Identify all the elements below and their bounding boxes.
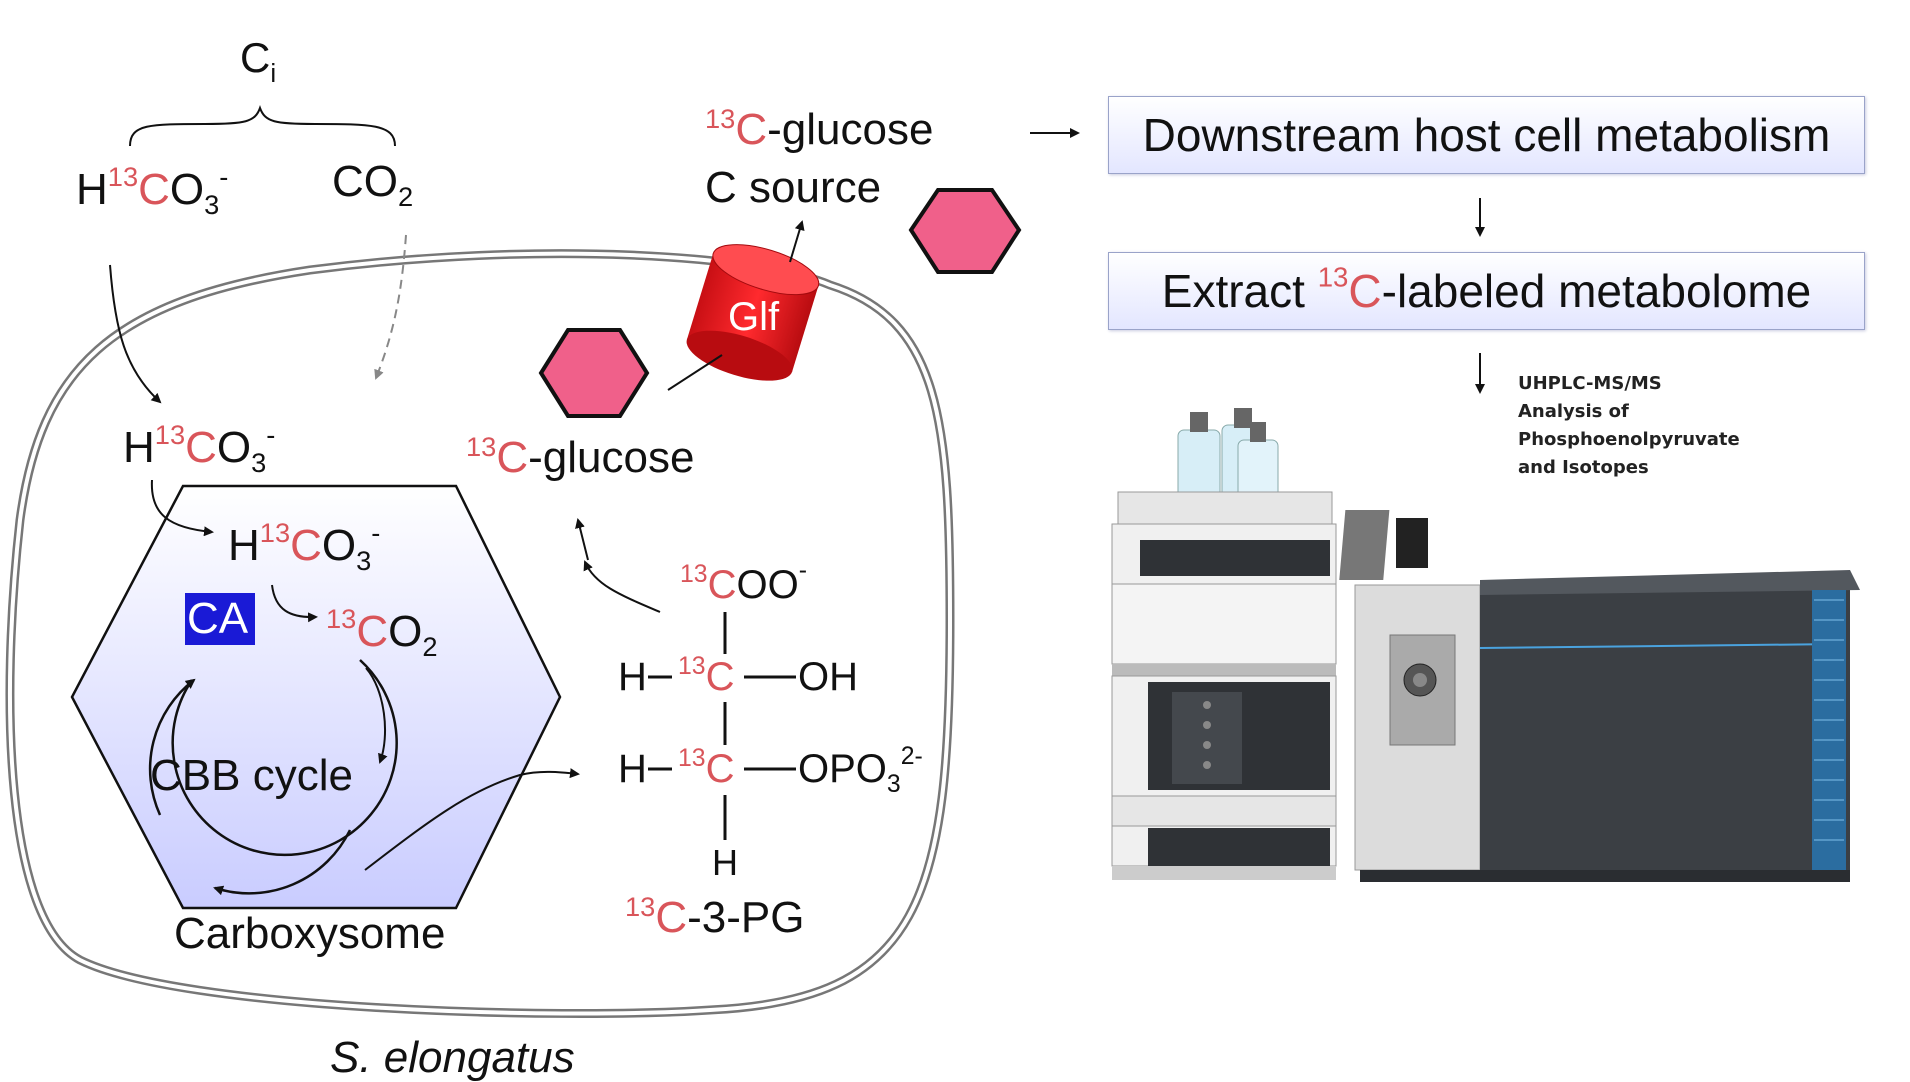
analysis-note: UHPLC-MS/MS Analysis of Phosphoenolpyruv… [1518, 370, 1740, 482]
extract-metabolome-text: Extract 13C-labeled metabolome [1161, 261, 1812, 317]
analysis-note-line-1: UHPLC-MS/MS [1518, 373, 1662, 394]
co2-to-cycle-arrow [365, 667, 388, 764]
pg-carboxyl-label: 13COO- [680, 557, 807, 607]
pg-label: 13C-3-PG [625, 891, 804, 942]
analysis-note-line-3: Phosphoenolpyruvate [1518, 429, 1740, 450]
cycle-to-pg-arrow [364, 768, 580, 871]
carboxysome-bicarbonate-label: H13CO3- [228, 517, 380, 576]
glucose-outside-icon [908, 188, 1022, 274]
organism-label: S. elongatus [330, 1033, 575, 1082]
extract-metabolome-box: Extract 13C-labeled metabolome [1108, 252, 1865, 330]
pg-row1-h: H [618, 655, 647, 699]
pg-row2-carbon: 13C [678, 745, 734, 791]
bicarbonate-to-carboxysome-arrow [150, 479, 214, 537]
downstream-metabolism-text: Downstream host cell metabolism [1142, 109, 1831, 161]
glucose-into-transporter-line [667, 354, 723, 391]
cbb-cycle-label: CBB cycle [150, 751, 353, 800]
inside-glucose-label: 13C-glucose [466, 431, 694, 482]
carboxysome-co2-label: 13CO2 [326, 603, 438, 662]
outside-co2-label: CO2 [332, 157, 413, 212]
pg-row1-carbon: 13C [678, 653, 734, 699]
carboxysome-label: Carboxysome [174, 909, 445, 958]
glucose-source-label: 13C-glucose [705, 103, 933, 154]
c-source-label: C source [705, 163, 881, 212]
ca-conversion-arrow [271, 584, 318, 623]
mass-spectrometer-illustration [1339, 510, 1860, 882]
glucose-inside-icon [538, 328, 650, 418]
uhplc-instrument-illustration [1111, 408, 1337, 880]
outside-bicarbonate-label: H13CO3- [76, 161, 228, 220]
carboxysome-hexagon [70, 484, 562, 910]
pg-row1-oh: OH [798, 655, 858, 699]
glf-outflow-arrow [789, 220, 805, 263]
co2-diffusion-arrow [374, 234, 407, 380]
ci-label: Ci [240, 34, 276, 88]
analysis-note-line-4: and Isotopes [1518, 457, 1649, 478]
cbb-cycle-arc [171, 659, 398, 857]
pg-bottom-h: H [712, 842, 738, 883]
gluconeogenesis-arrow [583, 560, 661, 613]
inside-bicarbonate-label: H13CO3- [123, 419, 275, 478]
ca-enzyme-box [185, 593, 255, 645]
downstream-metabolism-box: Downstream host cell metabolism [1108, 96, 1865, 174]
glf-transporter-icon [686, 244, 820, 381]
ci-brace [129, 105, 396, 147]
analysis-note-line-2: Analysis of [1518, 401, 1629, 422]
pg-row2-h: H [618, 747, 647, 791]
ca-label: CA [187, 594, 249, 643]
bicarbonate-uptake-arrow [109, 264, 162, 404]
glf-label: Glf [728, 295, 780, 339]
pg-row2-phosphate: OPO32- [798, 743, 923, 798]
